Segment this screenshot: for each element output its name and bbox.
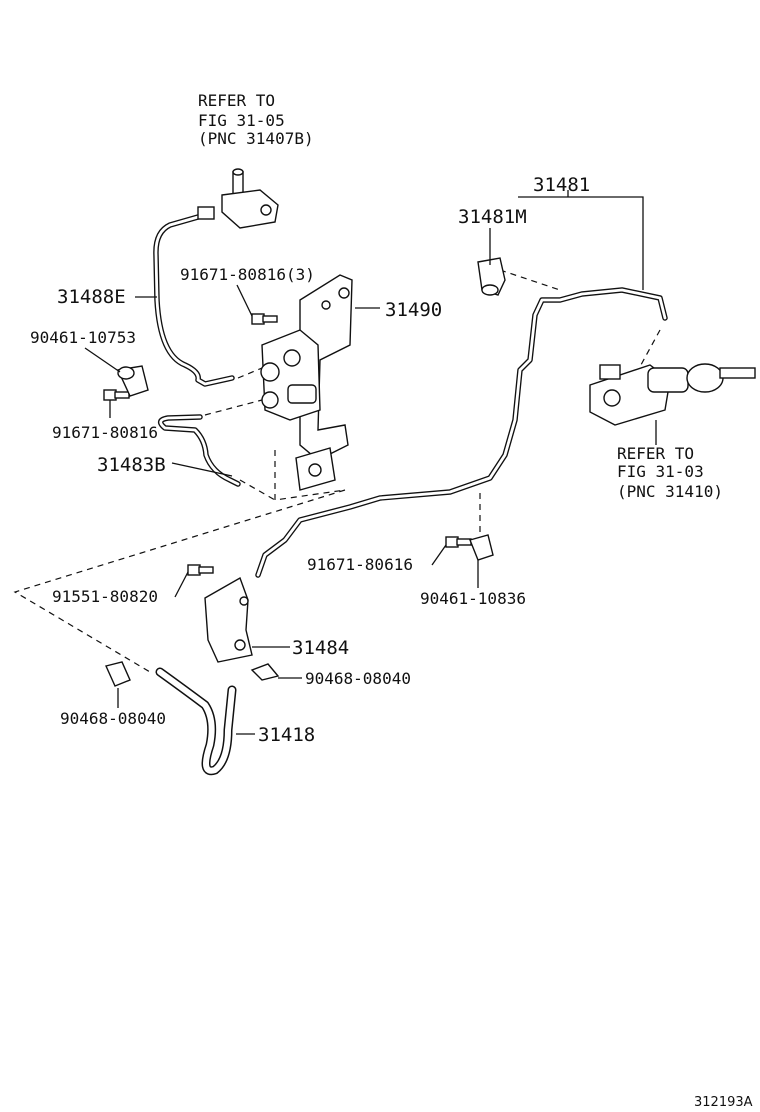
ref-top-line2: FIG 31-05 (198, 111, 285, 130)
label-31484: 31484 (292, 637, 349, 659)
valve-31490 (260, 274, 353, 491)
pipe-31488e (153, 212, 235, 387)
label-91551-80820: 91551-80820 (52, 587, 158, 606)
bolt-91671-80616 (445, 536, 472, 548)
pipe-31483b (157, 414, 241, 487)
label-90461-10836: 90461-10836 (420, 589, 526, 608)
master-cylinder-31410 (589, 363, 756, 426)
label-31483b: 31483B (97, 454, 166, 476)
bolt-91551-80820 (187, 564, 214, 576)
ref-top-line1: REFER TO (198, 91, 275, 110)
ref-right-line2: FIG 31-03 (617, 462, 704, 481)
dashed-guides (13, 269, 661, 673)
clip-90468-08040-right (250, 663, 280, 681)
ref-right-line3: (PNC 31410) (617, 482, 723, 501)
leader-lines (84, 190, 657, 735)
label-31481: 31481 (533, 174, 590, 196)
label-31488e: 31488E (57, 286, 126, 308)
clamp-90461-10753 (116, 365, 149, 397)
label-31418: 31418 (258, 724, 315, 746)
label-91671-80616: 91671-80616 (307, 555, 413, 574)
label-31490: 31490 (385, 299, 442, 321)
bracket-31484 (204, 576, 253, 663)
label-90468-08040-right: 90468-08040 (305, 669, 411, 688)
label-90461-10753: 90461-10753 (30, 328, 136, 347)
hose-31418 (155, 667, 237, 776)
label-90468-08040-left: 90468-08040 (60, 709, 166, 728)
pipe-31481 (255, 287, 668, 578)
label-91671-80816: 91671-80816 (52, 423, 158, 442)
connector-31407b (197, 168, 279, 229)
clip-90468-08040-left (105, 661, 131, 687)
label-31481m: 31481M (458, 206, 527, 228)
sensor-31481m (477, 257, 506, 296)
ref-top-line3: (PNC 31407B) (198, 129, 314, 148)
label-91671-80816-3: 91671-80816(3) (180, 265, 315, 284)
clamp-90461-10836 (469, 534, 494, 561)
bolt-91671-80816 (103, 389, 130, 401)
figure-id: 312193A (694, 1095, 753, 1110)
bolt-91671-80816-3 (251, 313, 278, 325)
ref-right-line1: REFER TO (617, 444, 694, 463)
